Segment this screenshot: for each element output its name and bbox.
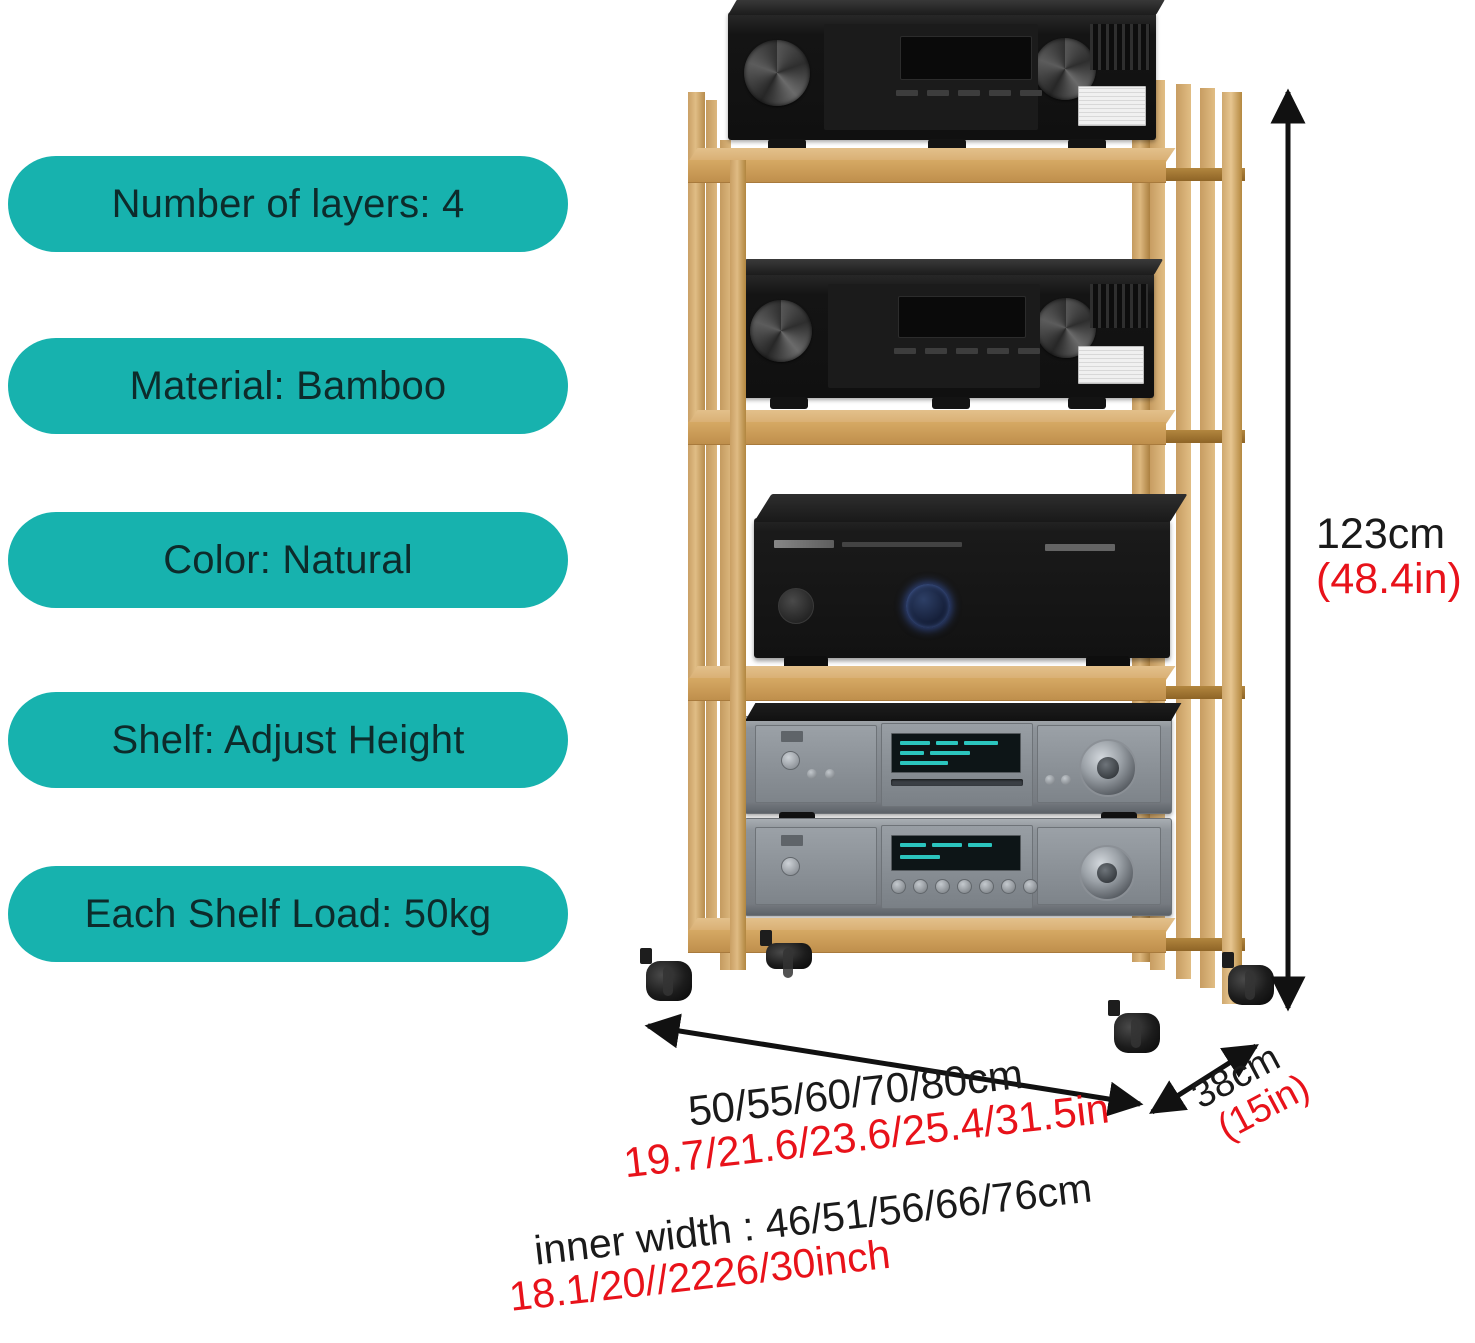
- side-rail: [1145, 686, 1245, 699]
- device-foot: [770, 397, 808, 409]
- device-silver-cd-player-upper: [744, 703, 1182, 823]
- feature-badge-label: Number of layers: 4: [111, 181, 465, 226]
- feature-badge-load: Each Shelf Load: 50kg: [8, 866, 568, 962]
- device-top-face: [745, 703, 1182, 721]
- small-button: [1045, 775, 1055, 785]
- feature-badge-color: Color: Natural: [8, 512, 568, 608]
- control-dial: [1079, 739, 1137, 797]
- device-top-face: [736, 259, 1164, 275]
- height-inch: (48.4in): [1316, 555, 1462, 604]
- display-screen: [900, 36, 1032, 80]
- height-cm: 123cm: [1316, 510, 1446, 558]
- product-image-bamboo-av-rack: [630, 0, 1274, 1075]
- shelf-front-edge: [688, 160, 1166, 183]
- power-button: [781, 857, 800, 876]
- side-rail: [1145, 168, 1245, 181]
- device-top-face: [728, 0, 1166, 15]
- spec-label: [1078, 346, 1144, 384]
- device-top-face: [754, 494, 1188, 522]
- brand-logo: [774, 540, 834, 548]
- rack-post-left-rear: [688, 92, 705, 952]
- inner-width-dimension-label: inner width : 46/51/56/66/76cm 18.1/20//…: [507, 1165, 1099, 1320]
- ventilation-grille: [1090, 284, 1148, 328]
- rack-post-left-front: [730, 160, 746, 970]
- series-badge: [1045, 544, 1115, 551]
- feature-badge-material: Material: Bamboo: [8, 338, 568, 434]
- left-panel: [755, 827, 877, 905]
- device-pioneer-av-receiver-second: [736, 259, 1164, 409]
- transport-buttons: [891, 879, 1038, 894]
- volume-knob: [750, 300, 812, 362]
- device-foot: [1101, 812, 1137, 823]
- side-slat: [706, 100, 717, 950]
- rack-post-right-front: [1222, 92, 1242, 1004]
- volume-knob: [744, 40, 810, 106]
- device-foot: [1068, 397, 1106, 409]
- spec-label: [1078, 86, 1146, 126]
- power-button: [781, 751, 800, 770]
- feature-badge-label: Material: Bamboo: [129, 363, 447, 408]
- model-text: [842, 542, 962, 547]
- ventilation-grille: [1090, 24, 1150, 70]
- feature-badge-label: Color: Natural: [163, 537, 413, 582]
- lcd-display: [891, 835, 1021, 871]
- left-panel: [755, 725, 877, 803]
- function-buttons: [896, 90, 1042, 96]
- device-yamaha-power-amplifier: [754, 494, 1188, 670]
- brand-plate: [781, 835, 803, 846]
- side-slat: [1176, 84, 1191, 979]
- device-silver-cd-player-lower: [744, 818, 1172, 916]
- power-button: [906, 584, 950, 628]
- side-rail: [1145, 938, 1245, 951]
- side-slat: [720, 140, 731, 970]
- device-foot: [779, 812, 815, 823]
- shelf-front-edge: [688, 422, 1166, 445]
- display-screen: [898, 296, 1026, 338]
- side-rail: [1145, 430, 1245, 443]
- side-slat: [1200, 88, 1215, 988]
- disc-slot: [891, 779, 1023, 786]
- small-button: [1061, 775, 1071, 785]
- feature-badge-label: Each Shelf Load: 50kg: [84, 891, 492, 936]
- feature-badge-layers: Number of layers: 4: [8, 156, 568, 252]
- feature-badge-label: Shelf: Adjust Height: [111, 717, 465, 762]
- mode-selector: [778, 588, 814, 624]
- device-pioneer-av-receiver-top: [728, 0, 1166, 151]
- brand-plate: [781, 731, 803, 742]
- feature-badge-shelf: Shelf: Adjust Height: [8, 692, 568, 788]
- height-dimension-label: 123cm (48.4in): [1316, 510, 1462, 604]
- shelf-front-edge: [688, 678, 1166, 701]
- small-button: [807, 769, 817, 779]
- control-dial: [1079, 845, 1135, 901]
- small-button: [825, 769, 835, 779]
- lcd-display: [891, 733, 1021, 773]
- function-buttons: [894, 348, 1040, 354]
- device-foot: [932, 397, 970, 409]
